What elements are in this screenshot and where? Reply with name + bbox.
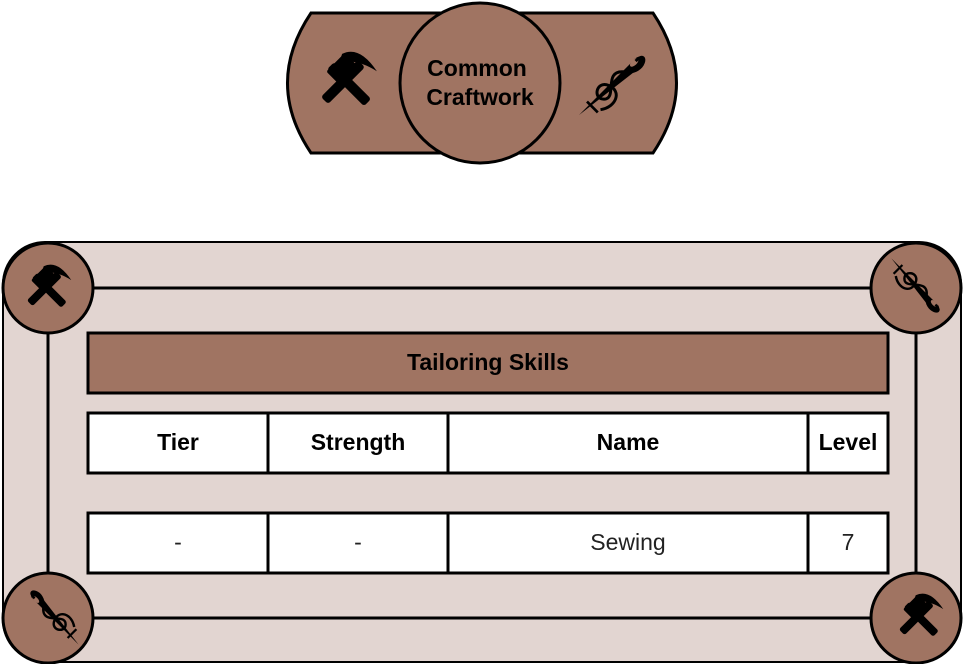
row-strength: -	[354, 529, 362, 555]
row-cell-name	[446, 511, 810, 575]
header-cell-strength	[266, 411, 450, 475]
table-row: - - Sewing 7	[86, 511, 890, 575]
header-tier: Tier	[157, 429, 199, 455]
row-level: 7	[842, 529, 855, 555]
panel-title-bar	[86, 331, 890, 395]
header-cell-tier	[86, 411, 270, 475]
panel-title: Tailoring Skills	[407, 349, 569, 375]
row-name: Sewing	[590, 529, 665, 555]
corner-bottom-left	[1, 571, 95, 664]
header-level: Level	[819, 429, 878, 455]
skills-panel: Tailoring Skills Tier Strength Name Leve…	[1, 241, 963, 664]
row-cell-strength	[266, 511, 450, 575]
header-name: Name	[597, 429, 660, 455]
header-strength: Strength	[311, 429, 406, 455]
corner-bottom-right	[869, 571, 963, 664]
craft-badge: Common Craftwork	[286, 1, 678, 165]
table-header-row: Tier Strength Name Level	[86, 411, 890, 475]
badge-title-line1: Common	[427, 55, 527, 81]
badge-title-line2: Craftwork	[426, 84, 534, 110]
corner-top-right	[869, 241, 963, 335]
corner-top-left	[1, 241, 95, 335]
badge-circle	[398, 1, 562, 165]
header-cell-name	[446, 411, 810, 475]
header-cell-level	[806, 411, 890, 475]
row-tier: -	[174, 529, 182, 555]
row-cell-level	[806, 511, 890, 575]
